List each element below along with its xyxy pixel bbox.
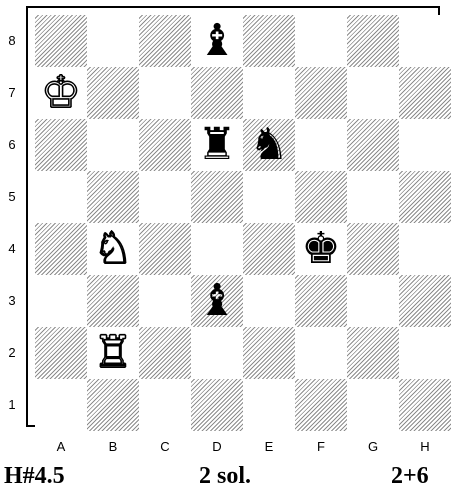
square-e1[interactable] [243, 379, 295, 431]
square-g4[interactable] [347, 223, 399, 275]
square-e5[interactable] [243, 171, 295, 223]
square-g5[interactable] [347, 171, 399, 223]
square-h5[interactable] [399, 171, 451, 223]
stipulation-label: H#4.5 [4, 463, 65, 490]
file-label-h: H [417, 439, 433, 454]
square-b1[interactable] [87, 379, 139, 431]
square-f3[interactable] [295, 275, 347, 327]
white-king-a7[interactable]: ♔ [35, 67, 87, 119]
solutions-label: 2 sol. [199, 463, 251, 490]
file-label-c: C [157, 439, 173, 454]
rank-label-4: 4 [4, 241, 20, 256]
square-e4[interactable] [243, 223, 295, 275]
square-g1[interactable] [347, 379, 399, 431]
file-label-d: D [209, 439, 225, 454]
black-rook-d6[interactable]: ♜ [191, 119, 243, 171]
square-d4[interactable] [191, 223, 243, 275]
square-f8[interactable] [295, 15, 347, 67]
square-c4[interactable] [139, 223, 191, 275]
square-a1[interactable] [35, 379, 87, 431]
square-c6[interactable] [139, 119, 191, 171]
square-a2[interactable] [35, 327, 87, 379]
square-b5[interactable] [87, 171, 139, 223]
white-knight-b4[interactable]: ♘ [87, 223, 139, 275]
black-knight-e6[interactable]: ♞ [243, 119, 295, 171]
square-g6[interactable] [347, 119, 399, 171]
square-g7[interactable] [347, 67, 399, 119]
square-c3[interactable] [139, 275, 191, 327]
square-b7[interactable] [87, 67, 139, 119]
square-c1[interactable] [139, 379, 191, 431]
square-d7[interactable] [191, 67, 243, 119]
file-label-f: F [313, 439, 329, 454]
file-label-a: A [53, 439, 69, 454]
rank-label-2: 2 [4, 345, 20, 360]
file-label-b: B [105, 439, 121, 454]
square-b3[interactable] [87, 275, 139, 327]
square-g8[interactable] [347, 15, 399, 67]
square-g2[interactable] [347, 327, 399, 379]
square-f7[interactable] [295, 67, 347, 119]
square-h8[interactable] [399, 15, 451, 67]
black-king-f4[interactable]: ♚ [295, 223, 347, 275]
square-f5[interactable] [295, 171, 347, 223]
rank-label-1: 1 [4, 397, 20, 412]
square-d2[interactable] [191, 327, 243, 379]
square-h3[interactable] [399, 275, 451, 327]
square-c8[interactable] [139, 15, 191, 67]
square-a5[interactable] [35, 171, 87, 223]
square-f2[interactable] [295, 327, 347, 379]
file-label-e: E [261, 439, 277, 454]
black-bishop-d3[interactable]: ♝ [191, 275, 243, 327]
rank-label-6: 6 [4, 137, 20, 152]
square-g3[interactable] [347, 275, 399, 327]
square-h4[interactable] [399, 223, 451, 275]
square-h2[interactable] [399, 327, 451, 379]
square-d1[interactable] [191, 379, 243, 431]
piece-count-label: 2+6 [391, 463, 429, 490]
square-c5[interactable] [139, 171, 191, 223]
square-f1[interactable] [295, 379, 347, 431]
square-d5[interactable] [191, 171, 243, 223]
square-c7[interactable] [139, 67, 191, 119]
square-a4[interactable] [35, 223, 87, 275]
square-h6[interactable] [399, 119, 451, 171]
square-h7[interactable] [399, 67, 451, 119]
square-e7[interactable] [243, 67, 295, 119]
rank-label-5: 5 [4, 189, 20, 204]
rank-label-7: 7 [4, 85, 20, 100]
square-c2[interactable] [139, 327, 191, 379]
white-rook-b2[interactable]: ♖ [87, 327, 139, 379]
square-b8[interactable] [87, 15, 139, 67]
square-e3[interactable] [243, 275, 295, 327]
square-e8[interactable] [243, 15, 295, 67]
square-a8[interactable] [35, 15, 87, 67]
square-f6[interactable] [295, 119, 347, 171]
square-e2[interactable] [243, 327, 295, 379]
file-label-g: G [365, 439, 381, 454]
square-a6[interactable] [35, 119, 87, 171]
rank-label-8: 8 [4, 33, 20, 48]
black-bishop-d8[interactable]: ♝ [191, 15, 243, 67]
rank-label-3: 3 [4, 293, 20, 308]
square-a3[interactable] [35, 275, 87, 327]
square-b6[interactable] [87, 119, 139, 171]
square-h1[interactable] [399, 379, 451, 431]
chess-board[interactable]: ♝ ♔ ♜♞ ♘ ♚ ♝ ♖ [35, 15, 451, 431]
